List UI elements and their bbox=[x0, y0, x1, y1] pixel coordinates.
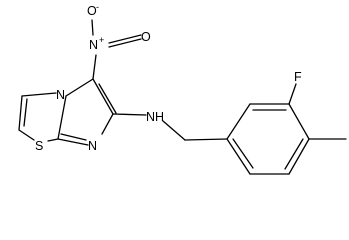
atom-ring-s-label: S bbox=[35, 139, 43, 153]
bond-c2-n4 bbox=[21, 92, 57, 97]
bond-ar4-ar5 bbox=[288, 138, 310, 175]
bond-ar6-ar1 bbox=[226, 138, 251, 175]
bond-ar3-fluorine bbox=[288, 83, 297, 105]
bond-s-c7a bbox=[47, 138, 59, 142]
bond-c5-c6-double bbox=[98, 83, 117, 114]
structure-diagram: O - N + O N N S N H F bbox=[18, 2, 347, 175]
bond-ar3-ar4 bbox=[288, 103, 310, 140]
amine-linker bbox=[112, 113, 228, 141]
nitro-group bbox=[91, 19, 142, 80]
bond-c2-c3 bbox=[18, 95, 23, 131]
bond-ar4-ar5-double bbox=[284, 138, 304, 170]
thiazole-ring bbox=[18, 92, 59, 142]
benzene-ring bbox=[226, 103, 310, 175]
atom-o-minus-label: O bbox=[87, 4, 97, 18]
bond-n4-c5 bbox=[65, 78, 94, 97]
bond-c5-c6 bbox=[92, 78, 114, 115]
atom-ring-n-fused-label: N bbox=[56, 88, 65, 102]
atom-nitro-n-label: N bbox=[89, 38, 98, 52]
bond-c3-s bbox=[18, 129, 35, 141]
atom-o-double-label: O bbox=[141, 30, 151, 44]
bond-c6-n7 bbox=[101, 113, 114, 135]
bond-c5-nitro-n bbox=[92, 54, 97, 80]
bond-c2-c3-double bbox=[23, 98, 28, 127]
atom-amine-n-label: N bbox=[146, 110, 155, 124]
atom-amine-h-label: H bbox=[155, 110, 164, 124]
atom-labels: O - N + O N N S N H F bbox=[35, 2, 302, 153]
bond-nitro-n-o-double-1 bbox=[108, 38, 142, 48]
atom-fluorine-label: F bbox=[294, 70, 302, 84]
bond-c6-nh bbox=[112, 113, 147, 116]
molecule-canvas: O - N + O N N S N H F bbox=[18, 2, 347, 175]
bond-nitro-n-o-double-2 bbox=[108, 34, 142, 44]
atom-ring-n-imine-label: N bbox=[88, 139, 97, 153]
imidazole-ring bbox=[57, 78, 117, 146]
bond-nitro-n-o-minus bbox=[91, 19, 94, 36]
bond-n4-c7a bbox=[57, 95, 67, 140]
bond-n7-c7a-double bbox=[60, 133, 87, 141]
bond-ch2-ar bbox=[184, 138, 228, 141]
bond-ar6-ar1-double bbox=[232, 138, 254, 169]
bond-n7-c7a bbox=[57, 138, 89, 146]
nitro-n-charge-label: + bbox=[99, 35, 104, 45]
substituents bbox=[288, 83, 347, 140]
o-minus-charge-label: - bbox=[96, 2, 99, 12]
bond-nh-ch2 bbox=[162, 120, 186, 141]
bond-ar1-ar2 bbox=[226, 103, 251, 140]
